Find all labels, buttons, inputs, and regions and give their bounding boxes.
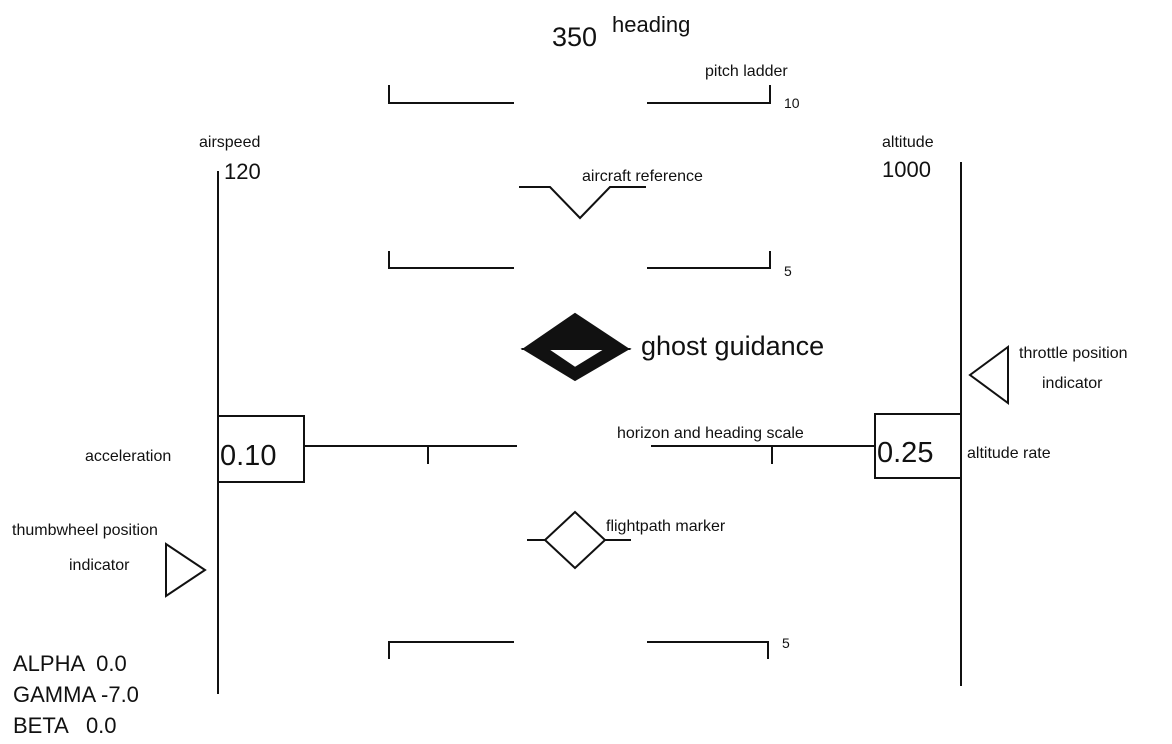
airspeed-label: airspeed [199, 134, 260, 151]
throttle-position-indicator-icon [968, 345, 1009, 405]
altitude-rate-box [874, 413, 962, 479]
alpha-readout: ALPHA 0.0 [13, 651, 127, 676]
altitude-rate-value: 0.25 [877, 437, 933, 469]
altitude-label: altitude [882, 134, 934, 151]
acceleration-value: 0.10 [220, 440, 276, 472]
pitch-bar-top-right [647, 85, 771, 104]
altitude-value: 1000 [882, 157, 931, 182]
pitch-ladder-label: pitch ladder [705, 63, 788, 80]
aircraft-reference-symbol [519, 186, 646, 220]
ghost-guidance-symbol [520, 312, 632, 382]
horizon-label: horizon and heading scale [617, 425, 804, 442]
pitch-bar-top-left [388, 85, 514, 104]
thumbwheel-label-line2: indicator [69, 557, 130, 574]
pitch-mark-lower: 5 [782, 635, 790, 651]
acceleration-box [217, 415, 305, 483]
pitch-mark-top: 10 [784, 95, 800, 111]
thumbwheel-position-indicator-icon [165, 542, 207, 598]
heading-value: 350 [552, 22, 597, 52]
flightpath-marker-symbol [527, 510, 631, 570]
thumbwheel-label-line1: thumbwheel position [12, 522, 158, 539]
flightpath-marker-label: flightpath marker [606, 518, 726, 535]
pitch-bar-upper-left [388, 251, 514, 269]
pitch-bar-upper-right [647, 251, 771, 269]
throttle-label-line2: indicator [1042, 375, 1103, 392]
ghost-guidance-label: ghost guidance [641, 331, 824, 361]
airspeed-value: 120 [224, 159, 261, 184]
beta-readout: BETA 0.0 [13, 713, 117, 738]
pitch-mark-upper: 5 [784, 263, 792, 279]
gamma-readout: GAMMA -7.0 [13, 682, 139, 707]
acceleration-label: acceleration [85, 448, 171, 465]
altitude-rate-label: altitude rate [967, 445, 1051, 462]
pitch-bar-lower-left [388, 641, 514, 659]
throttle-label-line1: throttle position [1019, 345, 1128, 362]
heading-label: heading [612, 12, 690, 37]
aircraft-reference-label: aircraft reference [582, 168, 703, 185]
pitch-bar-lower-right [647, 641, 769, 659]
